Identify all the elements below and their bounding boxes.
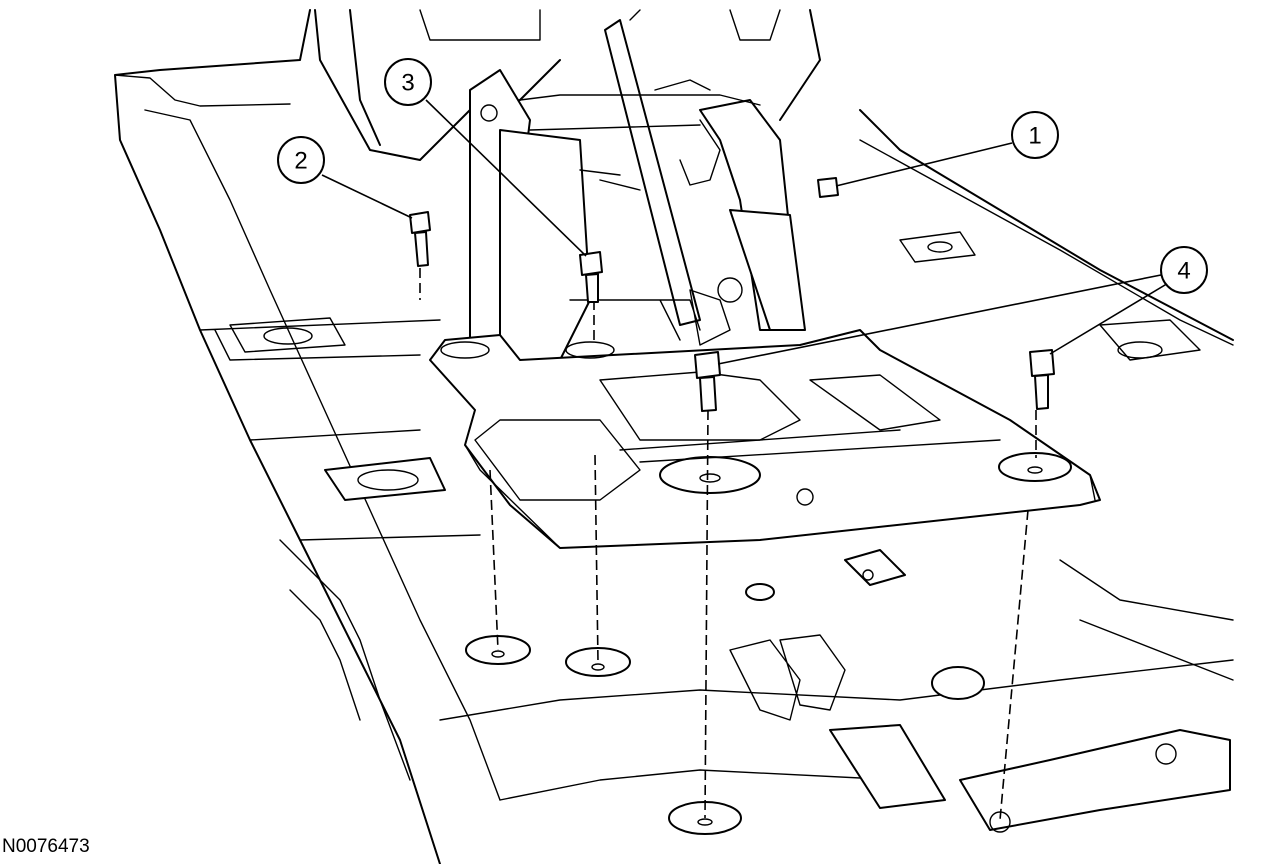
bolt-item-2 bbox=[409, 211, 431, 267]
callout-2-label: 2 bbox=[294, 148, 307, 175]
seat-riser-frame bbox=[314, 9, 821, 361]
bolt-item-4-right bbox=[1029, 349, 1055, 410]
callout-1: 1 bbox=[1011, 111, 1059, 159]
bolt-item-3 bbox=[579, 251, 603, 303]
floor-bolt-holes bbox=[465, 583, 775, 835]
callout-3-label: 3 bbox=[401, 70, 414, 97]
callout-1-label: 1 bbox=[1028, 123, 1041, 150]
callout-4-label: 4 bbox=[1177, 258, 1190, 285]
figure-reference-code: N0076473 bbox=[2, 836, 90, 857]
callout-3: 3 bbox=[384, 58, 432, 106]
alignment-lines bbox=[419, 268, 1037, 821]
callout-4: 4 bbox=[1160, 246, 1208, 294]
leader-lines bbox=[321, 99, 1171, 365]
seat-track-plate bbox=[429, 329, 1101, 549]
floor-pan bbox=[114, 9, 1234, 864]
bolt-item-1 bbox=[817, 177, 839, 198]
callout-2: 2 bbox=[277, 136, 325, 184]
bolt-item-4-center bbox=[694, 351, 721, 412]
